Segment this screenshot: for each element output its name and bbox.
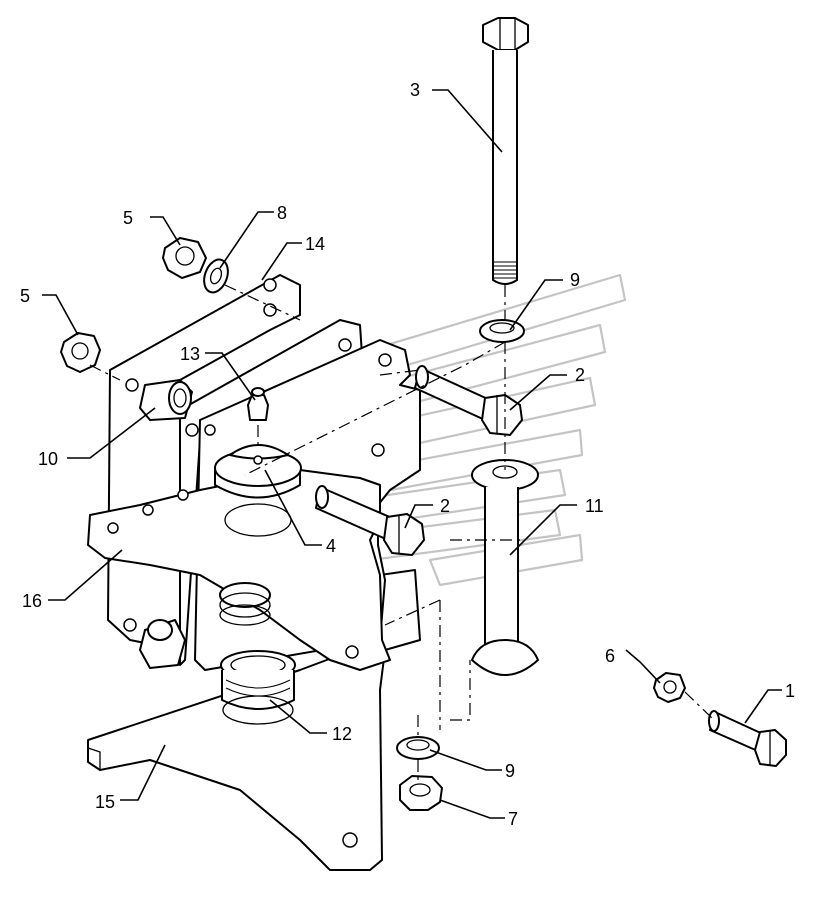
callout-1: 1 [785,681,795,701]
callout-4: 4 [326,536,336,556]
part-2-bolt-upper [414,365,523,436]
part-6-small-nut [653,672,686,703]
callout-6: 6 [605,646,615,666]
part-3-long-bolt [482,17,529,285]
lower-spacer [139,619,186,669]
callout-9-top: 9 [570,270,580,290]
part-9-washer-top [479,319,525,343]
part-2-bolt-lower [315,485,425,556]
callout-2-upper: 2 [575,365,585,385]
callout-2-lower: 2 [440,496,450,516]
part-1-bolt [708,710,787,767]
part-15-base-plate [87,569,421,871]
part-5-nut-left [60,332,101,373]
part-9-washer-bottom [396,736,440,760]
callout-5-top: 5 [123,208,133,228]
callout-15: 15 [95,792,115,812]
callout-9-bottom: 9 [505,761,515,781]
part-13-grease-nipple [247,387,269,421]
callout-16: 16 [22,591,42,611]
callout-labels: 3 9 2 2 11 5 5 8 14 13 10 4 16 12 6 1 9 … [20,80,795,829]
lower-bushing-stack [219,582,271,626]
callout-7: 7 [508,809,518,829]
callout-5-left: 5 [20,286,30,306]
callout-13: 13 [180,344,200,364]
callout-14: 14 [305,234,325,254]
leader-lines [42,89,782,819]
part-12-bushing [220,650,296,725]
part-16-pivot-arm [87,469,391,671]
callout-8: 8 [277,203,287,223]
callout-3: 3 [410,80,420,100]
part-8-washer [203,258,229,294]
callout-10: 10 [38,449,58,469]
part-7-nut [399,775,443,811]
assembly-center-lines [89,284,713,780]
part-11-spacer-sleeve [471,459,539,676]
callout-12: 12 [332,724,352,744]
part-5-nut-top [162,237,207,279]
callout-11: 11 [585,496,604,516]
